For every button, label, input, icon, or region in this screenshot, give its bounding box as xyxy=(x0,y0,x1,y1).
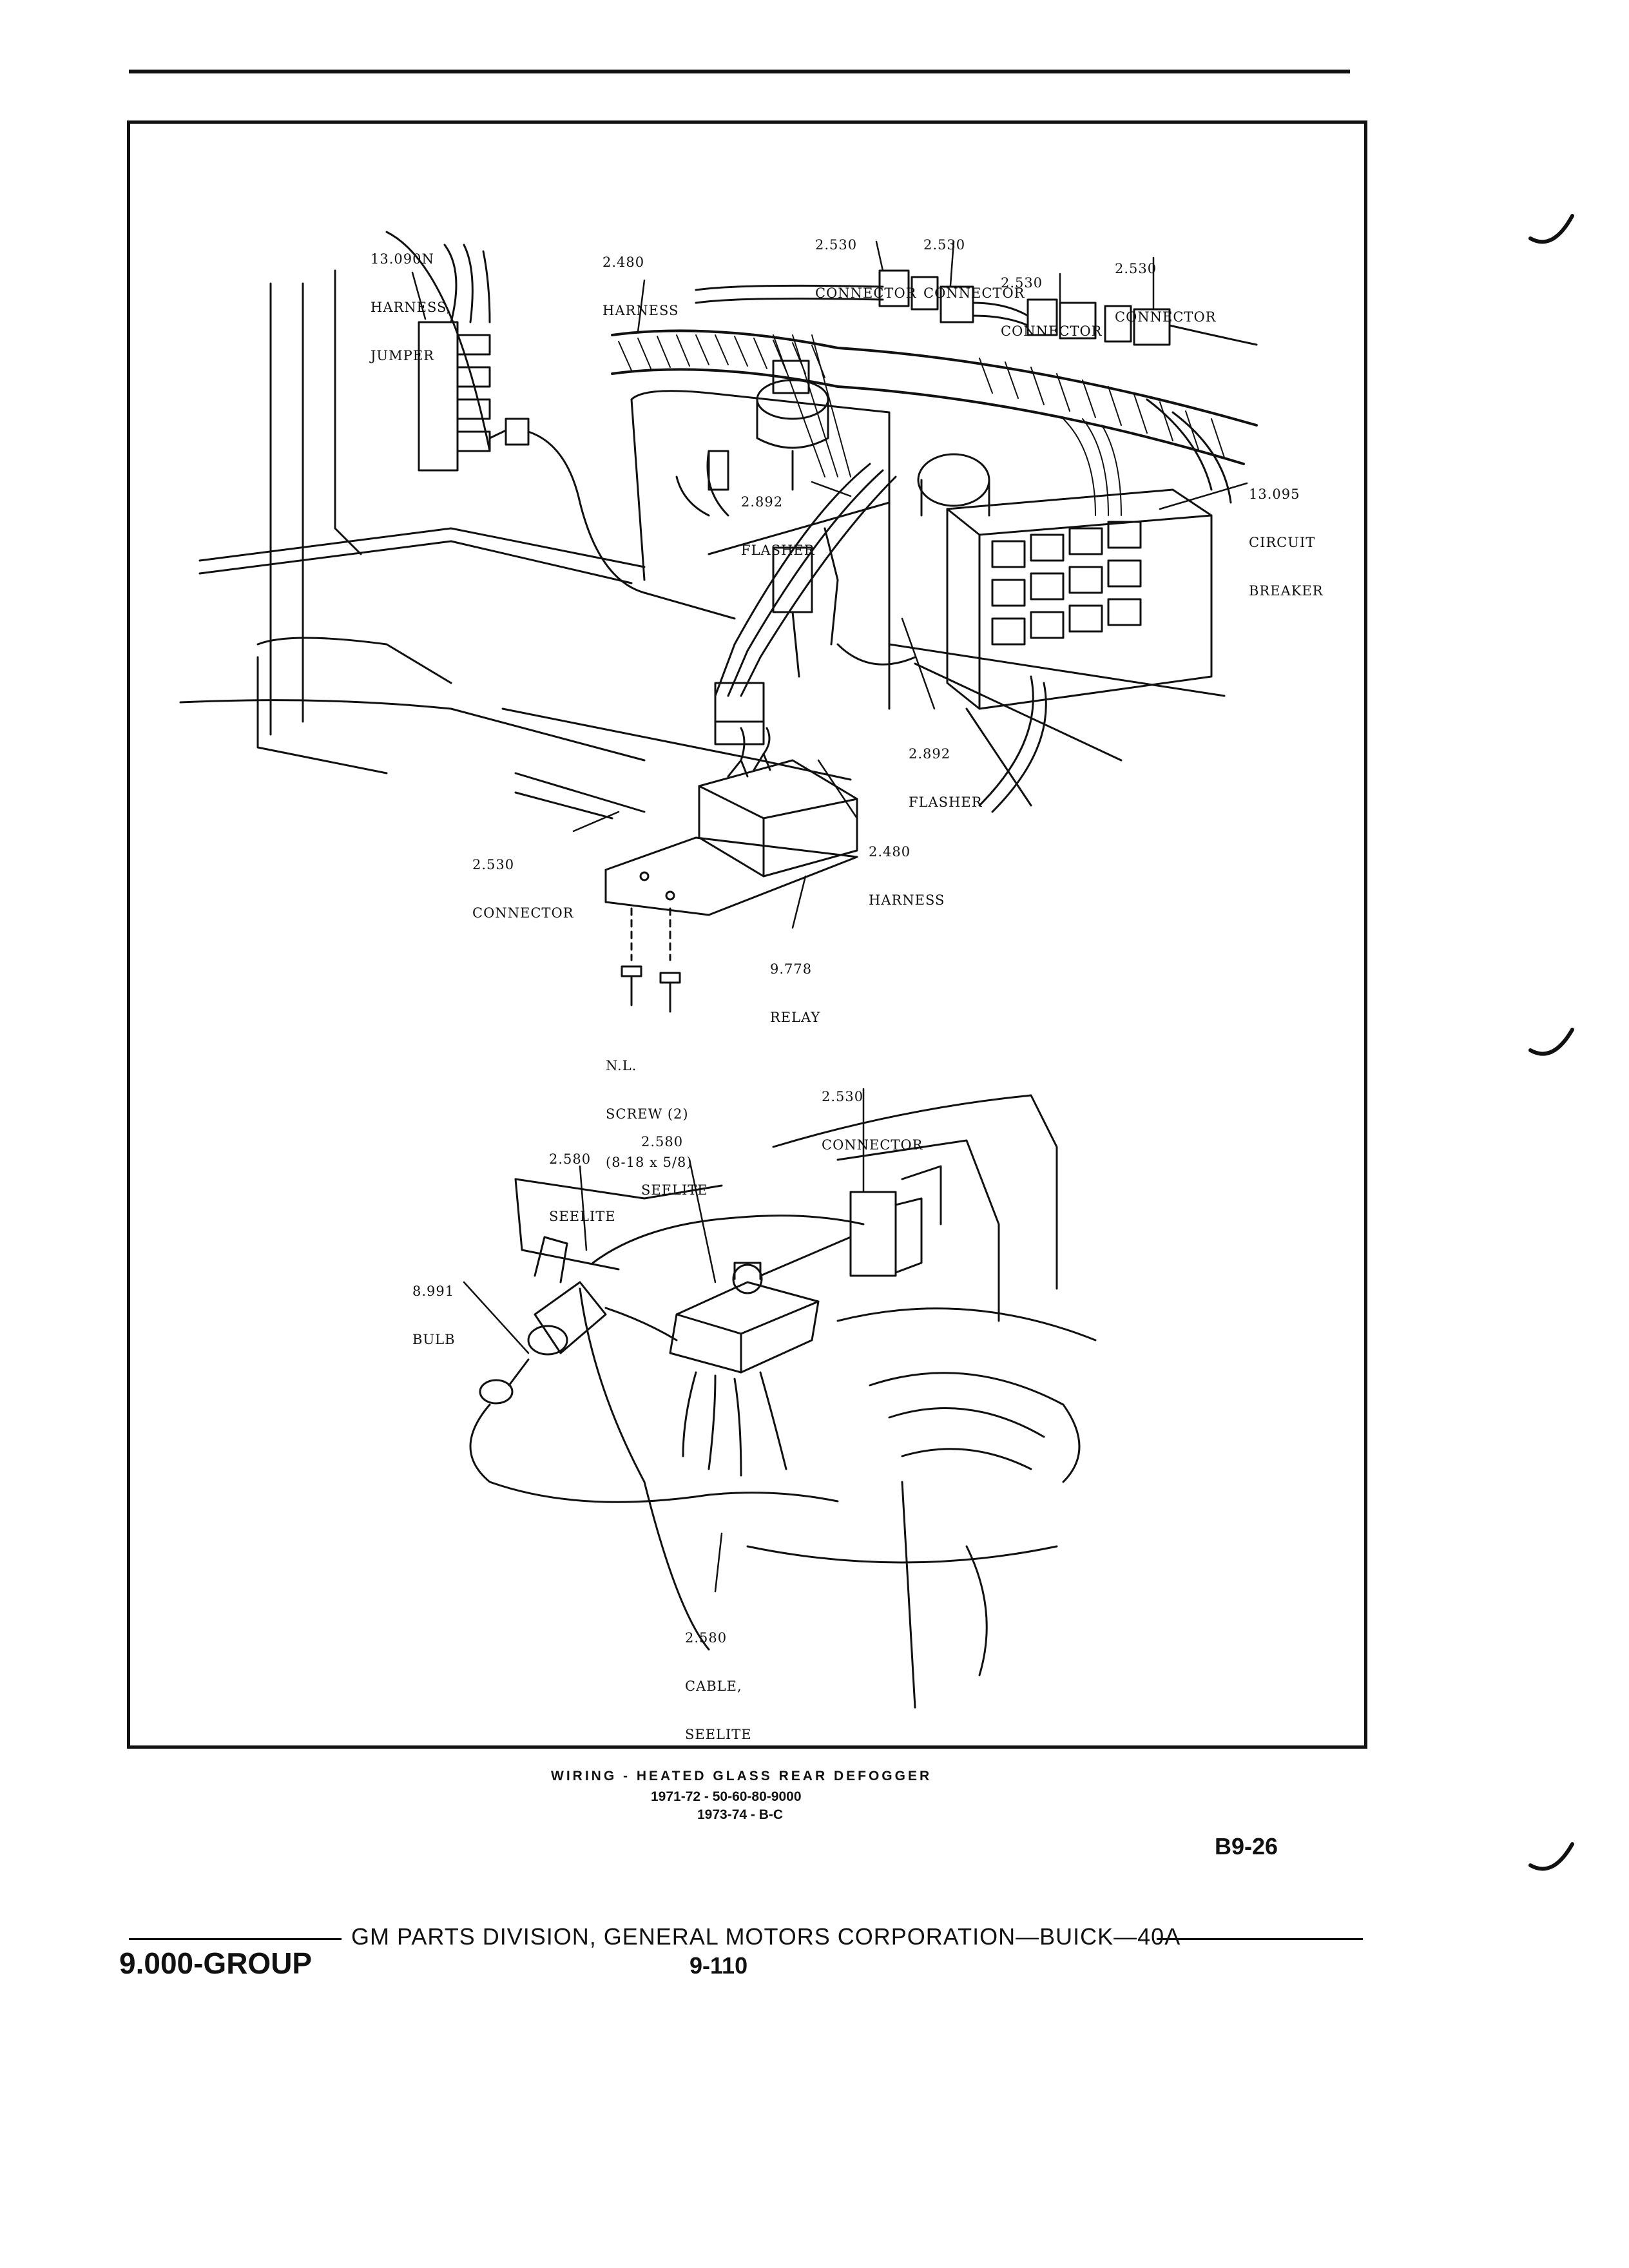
label-jumper-harness: 13.090N HARNESS, JUMPER xyxy=(371,219,451,380)
label-line: CONNECTOR xyxy=(923,285,1025,301)
punch-mark-middle xyxy=(1528,1028,1574,1056)
label-line: 9.778 xyxy=(770,961,813,977)
label-flasher-upper: 2.892 FLASHER xyxy=(741,462,815,575)
label-line: 2.580 xyxy=(641,1134,684,1149)
seelite-housing xyxy=(669,1262,820,1477)
flasher-lower xyxy=(772,527,916,678)
label-connector-left: 2.530 CONNECTOR xyxy=(472,825,574,937)
label-line: CONNECTOR xyxy=(1115,309,1217,325)
label-flasher-lower: 2.892 FLASHER xyxy=(909,714,983,827)
label-line: FLASHER xyxy=(909,794,983,810)
label-line: 8.991 xyxy=(412,1283,455,1299)
figure-caption-years-2: 1973-74 - B-C xyxy=(697,1807,784,1822)
label-line: SEELITE xyxy=(549,1209,616,1224)
label-line: CONNECTOR xyxy=(815,285,917,301)
figure-number: B9-26 xyxy=(1215,1833,1278,1860)
upper-connectors xyxy=(695,269,1258,477)
footer-page-number: 9-110 xyxy=(689,1952,748,1979)
label-seelite-a: 2.580 SEELITE xyxy=(549,1119,616,1241)
main-harness xyxy=(611,329,1258,504)
label-harness-top: 2.480 HARNESS xyxy=(602,222,679,335)
footer-rule-right xyxy=(1157,1938,1363,1940)
label-line: 2.530 xyxy=(923,237,966,253)
jumper-harness xyxy=(418,244,736,620)
label-connector-c: 2.530 CONNECTOR xyxy=(1001,243,1102,356)
figure-caption-years-1: 1971-72 - 50-60-80-9000 xyxy=(651,1789,802,1804)
relay xyxy=(514,727,858,916)
label-bulb: 8.991 BULB xyxy=(412,1251,456,1364)
label-line: 2.892 xyxy=(909,746,951,762)
screws xyxy=(621,907,681,1013)
label-line: CONNECTOR xyxy=(1001,323,1103,339)
label-line: HARNESS, xyxy=(371,300,452,315)
label-line: SEELITE xyxy=(685,1727,752,1742)
label-line: 2.530 xyxy=(822,1089,864,1104)
label-connector-lower: 2.530 CONNECTOR xyxy=(822,1057,923,1169)
label-line: RELAY xyxy=(770,1010,821,1025)
label-line: CONNECTOR xyxy=(822,1137,923,1153)
label-line: 13.095 xyxy=(1249,486,1300,502)
label-circuit-breaker: 13.095 CIRCUIT BREAKER xyxy=(1249,454,1324,615)
label-line: SEELITE xyxy=(641,1182,708,1198)
label-line: HARNESS xyxy=(602,303,679,318)
punch-mark-top xyxy=(1528,214,1574,244)
bulb-assembly xyxy=(469,1215,865,1503)
label-line: BULB xyxy=(412,1332,456,1347)
label-connector-d: 2.530 CONNECTOR xyxy=(1115,229,1216,341)
label-line: CIRCUIT xyxy=(1249,535,1316,550)
label-connector-b: 2.530 CONNECTOR xyxy=(923,205,1025,318)
label-line: 2.580 xyxy=(685,1630,728,1646)
label-line: 2.530 xyxy=(1001,275,1043,291)
figure-caption-title: WIRING - HEATED GLASS REAR DEFOGGER xyxy=(551,1769,932,1783)
label-line: JUMPER xyxy=(371,348,434,363)
figure-frame xyxy=(127,120,1367,1749)
footer-rule-left xyxy=(129,1938,342,1940)
flasher-upper xyxy=(756,360,829,491)
label-line: CONNECTOR xyxy=(472,905,574,921)
label-line: 2.530 xyxy=(815,237,858,253)
fuse-block xyxy=(917,418,1213,813)
label-line: 2.892 xyxy=(741,494,784,510)
lower-connector xyxy=(759,1165,942,1277)
label-line: HARNESS xyxy=(869,892,945,908)
label-connector-a: 2.530 CONNECTOR xyxy=(815,205,916,318)
punch-mark-bottom xyxy=(1528,1842,1574,1871)
label-harness-lower: 2.480 HARNESS xyxy=(869,812,945,925)
label-line: N.L. xyxy=(606,1058,637,1073)
label-line: 2.530 xyxy=(1115,261,1157,276)
label-line: 13.090N xyxy=(371,251,434,267)
label-line: 2.480 xyxy=(869,844,911,860)
label-seelite-b: 2.580 SEELITE xyxy=(641,1102,708,1215)
label-line: CABLE, xyxy=(685,1678,742,1694)
label-line: SCREW (2) xyxy=(606,1106,689,1122)
label-line: (8-18 x 5/8) xyxy=(606,1155,693,1170)
label-line: 2.530 xyxy=(472,857,515,872)
label-cable: 2.580 CABLE, SEELITE xyxy=(685,1598,752,1759)
footer-publisher: GM PARTS DIVISION, GENERAL MOTORS CORPOR… xyxy=(351,1923,1181,1950)
label-relay: 9.778 RELAY xyxy=(770,929,820,1042)
relay-harness xyxy=(675,450,897,745)
label-screw: N.L. SCREW (2) (8-18 x 5/8) xyxy=(606,1026,693,1187)
label-line: 2.580 xyxy=(549,1151,592,1167)
footer-group: 9.000-GROUP xyxy=(119,1946,313,1980)
top-rule xyxy=(129,70,1350,73)
label-line: FLASHER xyxy=(741,543,815,558)
leader-lines xyxy=(411,240,1248,1593)
label-line: 2.480 xyxy=(602,255,645,270)
lower-structure xyxy=(514,1094,1097,1709)
label-line: BREAKER xyxy=(1249,583,1324,599)
